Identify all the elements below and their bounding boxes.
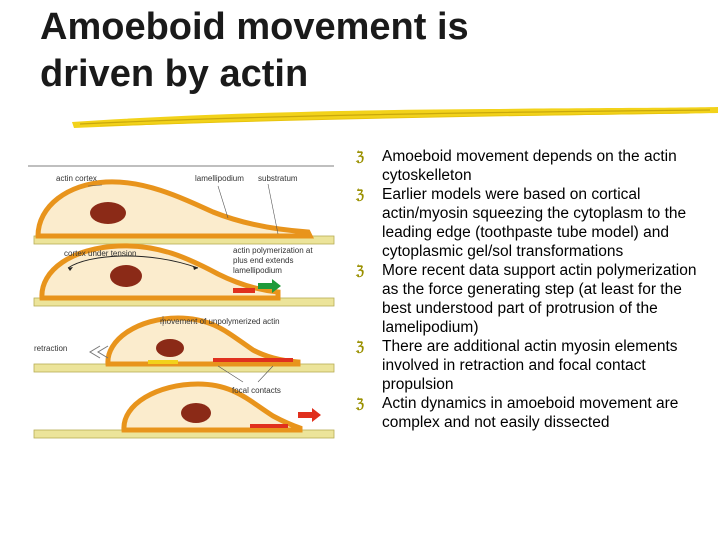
bullet-list: ℨ Amoeboid movement depends on the actin … (356, 147, 706, 432)
bullet-item: ℨ Earlier models were based on cortical a… (356, 185, 706, 261)
z-shaped-bullet-icon: ℨ (356, 187, 365, 202)
actin-cortex-pointer (87, 184, 103, 187)
forward-arrow-icon-1 (258, 279, 281, 293)
actin-polymerization-red-2 (250, 424, 288, 428)
label-substratum: substratum (258, 174, 298, 183)
amoeboid-movement-figure (28, 165, 335, 439)
slide-title-line-1: Amoeboid movement is (40, 6, 469, 48)
focal-contact-yellow (148, 360, 178, 364)
nucleus-3 (156, 339, 184, 357)
bullet-text: Actin dynamics in amoeboid movement are … (382, 395, 679, 431)
bullet-item: ℨ There are additional actin myosin eleme… (356, 337, 706, 394)
label-lamellipodium: lamellipodium (195, 174, 244, 183)
retraction-arrow-icon (89, 345, 109, 359)
label-actin-polymerization-line-1: actin polymerization at (233, 246, 313, 255)
label-actin-polymerization-line-2: plus end extends (233, 256, 294, 265)
nucleus-4 (181, 403, 211, 423)
cell-4 (121, 381, 303, 433)
z-shaped-bullet-icon: ℨ (356, 263, 365, 278)
bullet-item: ℨ Actin dynamics in amoeboid movement are… (356, 394, 706, 432)
bullet-item: ℨ Amoeboid movement depends on the actin … (356, 147, 706, 185)
label-focal-contacts: focal contacts (232, 386, 281, 395)
z-shaped-bullet-icon: ℨ (356, 339, 365, 354)
cortex-tension-arc (67, 255, 199, 269)
label-movement-unpolymerized-actin: movement of unpolymerized actin (160, 317, 280, 326)
bullet-text: There are additional actin myosin elemen… (382, 338, 678, 393)
label-cortex-under-tension: cortex under tension (64, 249, 137, 258)
forward-arrow-icon-2 (298, 408, 321, 422)
actin-retraction-red (213, 358, 293, 362)
lamellipodium-pointer (217, 185, 229, 219)
label-retraction: retraction (34, 344, 68, 353)
cell-2 (39, 243, 281, 301)
slide-title: Amoeboid movement is driven by actin (40, 4, 600, 98)
bullet-text: Earlier models were based on cortical ac… (382, 186, 687, 260)
focal-contact-pointer-1 (217, 365, 244, 383)
bullet-item: ℨ More recent data support actin polymeri… (356, 261, 706, 337)
substratum-pointer (267, 183, 279, 235)
z-shaped-bullet-icon: ℨ (356, 149, 365, 164)
z-shaped-bullet-icon: ℨ (356, 396, 365, 411)
nucleus-2 (110, 265, 142, 287)
bullet-text: Amoeboid movement depends on the actin c… (382, 148, 677, 184)
label-actin-cortex: actin cortex (56, 174, 97, 183)
bullet-text: More recent data support actin polymeriz… (382, 262, 697, 336)
title-brush-underline (72, 107, 718, 128)
nucleus-1 (90, 202, 126, 224)
focal-contact-pointer-2 (257, 365, 274, 383)
actin-polymerization-red-1 (233, 288, 255, 293)
label-actin-polymerization-line-3: lamellipodium (233, 266, 282, 275)
slide-title-line-2: driven by actin (40, 53, 309, 95)
